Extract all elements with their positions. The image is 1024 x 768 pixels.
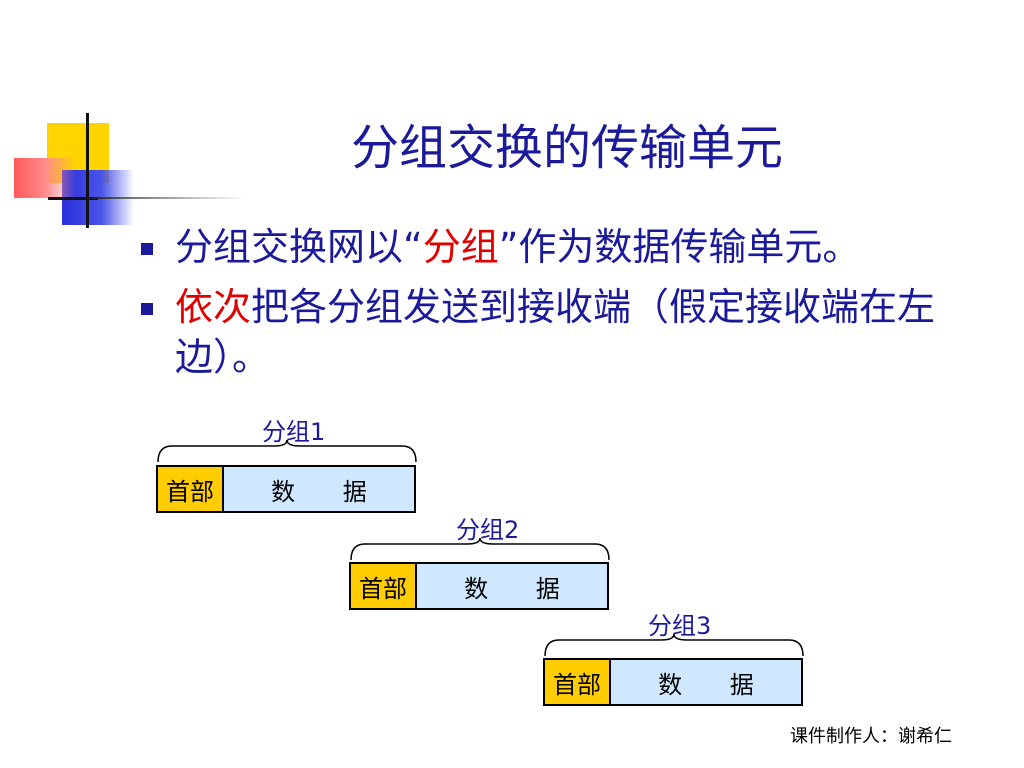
bullet-highlight: 依次	[175, 285, 252, 329]
bullet-item: 依次把各分组发送到接收端（假定接收端在左边）。	[135, 282, 965, 382]
packet-header: 首部	[351, 564, 417, 608]
slide-title: 分组交换的传输单元	[350, 120, 783, 176]
bullet-highlight: 分组	[422, 225, 499, 269]
bullet-text: 分组交换网以“	[175, 225, 423, 269]
bullet-list: 分组交换网以“分组”作为数据传输单元。 依次把各分组发送到接收端（假定接收端在左…	[135, 222, 965, 392]
packet-brace	[350, 538, 610, 561]
packet-brace	[544, 634, 804, 657]
footer-credit: 课件制作人：谢希仁	[790, 726, 952, 747]
packet-data: 数 据	[224, 467, 414, 511]
bullet-item: 分组交换网以“分组”作为数据传输单元。	[135, 222, 965, 272]
bullet-square-icon	[141, 303, 153, 315]
packet-header: 首部	[545, 660, 611, 704]
packet-label: 分组2	[456, 516, 520, 544]
packet-label: 分组3	[648, 612, 712, 640]
decor-red-bar	[14, 158, 76, 198]
packet-box: 首部 数 据	[156, 465, 416, 513]
packet-header: 首部	[158, 467, 224, 511]
packet-brace	[157, 440, 417, 463]
bullet-text: ”作为数据传输单元。	[498, 225, 861, 269]
packet-box: 首部 数 据	[349, 562, 609, 610]
packet-data: 数 据	[417, 564, 607, 608]
bullet-square-icon	[141, 243, 153, 255]
bullet-text: 把各分组发送到接收端（假定接收端在左边）。	[175, 285, 936, 379]
packet-label: 分组1	[262, 418, 326, 446]
decor-fade-line	[86, 197, 246, 199]
packet-box: 首部 数 据	[543, 658, 803, 706]
decor-horizontal-line	[48, 197, 98, 200]
decor-vertical-line	[86, 113, 89, 228]
packet-data: 数 据	[611, 660, 801, 704]
